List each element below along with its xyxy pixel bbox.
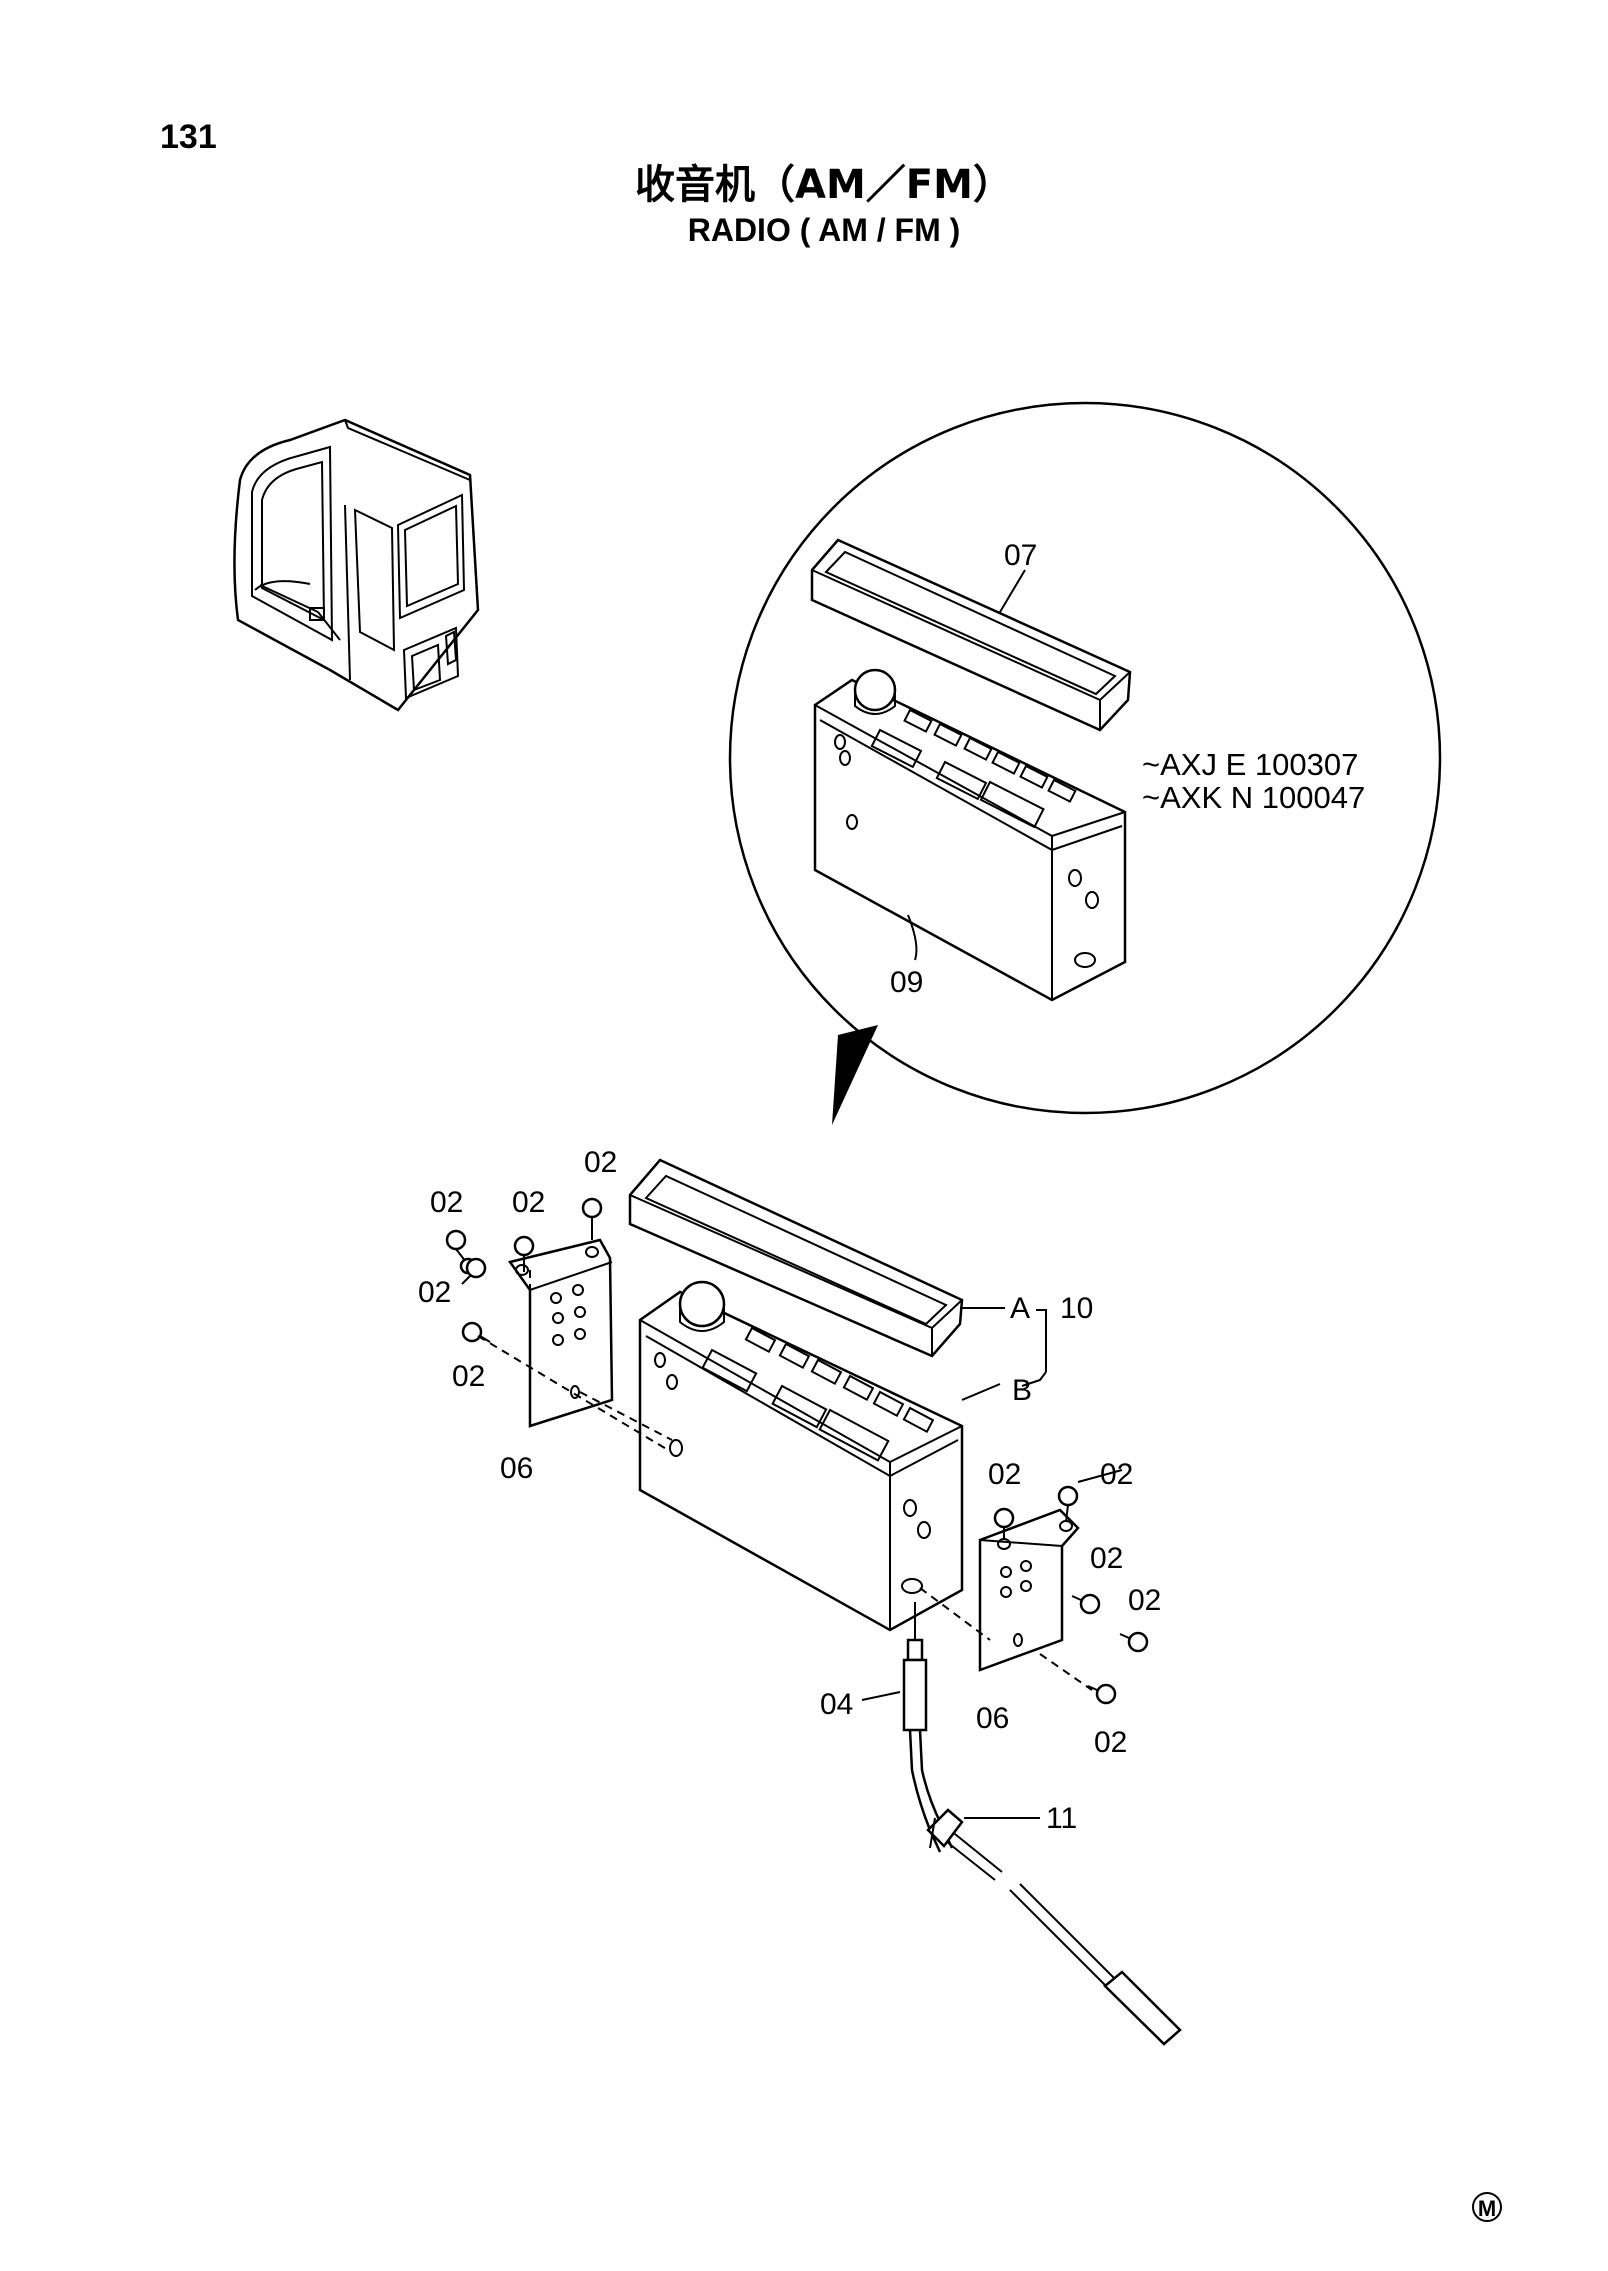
page-number: 131 bbox=[160, 118, 217, 156]
detail-magnifier: 07 09 ~AXJ E 100307 ~AXK N 100047 bbox=[728, 401, 1442, 1125]
cover-tray bbox=[628, 1158, 964, 1358]
bolt-5 bbox=[461, 1321, 491, 1343]
callout-02-i: 02 bbox=[1128, 1584, 1161, 1617]
label-b-body: B bbox=[1012, 1374, 1032, 1407]
bolt-9 bbox=[1119, 1631, 1149, 1653]
callout-02-c: 02 bbox=[584, 1146, 617, 1179]
bolt-7 bbox=[1057, 1485, 1079, 1523]
page-title-english: RADIO ( AM / FM ) bbox=[687, 212, 961, 248]
antenna-cable bbox=[902, 1602, 1182, 2046]
callout-07: 07 bbox=[1004, 539, 1037, 572]
callout-09: 09 bbox=[890, 966, 923, 999]
left-bracket bbox=[507, 1238, 614, 1428]
callout-02-e: 02 bbox=[452, 1360, 485, 1393]
callout-10: 10 bbox=[1060, 1292, 1093, 1325]
bolt-6 bbox=[993, 1507, 1015, 1540]
callout-11: 11 bbox=[1046, 1802, 1077, 1835]
detail-radio-body-09 bbox=[813, 668, 1127, 1002]
bolt-set bbox=[445, 1197, 1149, 1705]
manufacturer-mark: M bbox=[1472, 2192, 1502, 2222]
bolt-4 bbox=[581, 1197, 603, 1240]
footer-mark-letter: M bbox=[1478, 2196, 1496, 2221]
main-exploded-view: A 10 B 02 02 02 02 02 02 02 02 02 02 06 … bbox=[418, 1146, 1182, 2046]
page-title-chinese: 收音机（AM／FM） bbox=[635, 162, 1013, 208]
serial-note-axk: ~AXK N 100047 bbox=[1142, 780, 1365, 815]
cable-clamp bbox=[926, 1808, 964, 1849]
right-bracket bbox=[978, 1508, 1080, 1672]
callout-02-a: 02 bbox=[430, 1186, 463, 1219]
callout-02-b: 02 bbox=[512, 1186, 545, 1219]
callout-02-d: 02 bbox=[418, 1276, 451, 1309]
callout-02-f: 02 bbox=[988, 1458, 1021, 1491]
callout-06-left: 06 bbox=[500, 1452, 533, 1485]
bolt-8 bbox=[1071, 1593, 1101, 1615]
serial-note-axj: ~AXJ E 100307 bbox=[1142, 747, 1358, 782]
callout-02-g: 02 bbox=[1100, 1458, 1133, 1491]
radio-body bbox=[638, 1280, 964, 1632]
bolt-2 bbox=[461, 1257, 487, 1285]
cab-location-thumbnail bbox=[233, 418, 480, 712]
callout-02-h: 02 bbox=[1090, 1542, 1123, 1575]
detail-cover-tray-07 bbox=[810, 538, 1132, 732]
label-a-cover: A bbox=[1010, 1292, 1030, 1325]
bolt-10 bbox=[1087, 1683, 1117, 1705]
bolt-3 bbox=[513, 1235, 535, 1272]
callout-02-j: 02 bbox=[1094, 1726, 1127, 1759]
callout-04: 04 bbox=[820, 1688, 853, 1721]
callout-06-right: 06 bbox=[976, 1702, 1009, 1735]
